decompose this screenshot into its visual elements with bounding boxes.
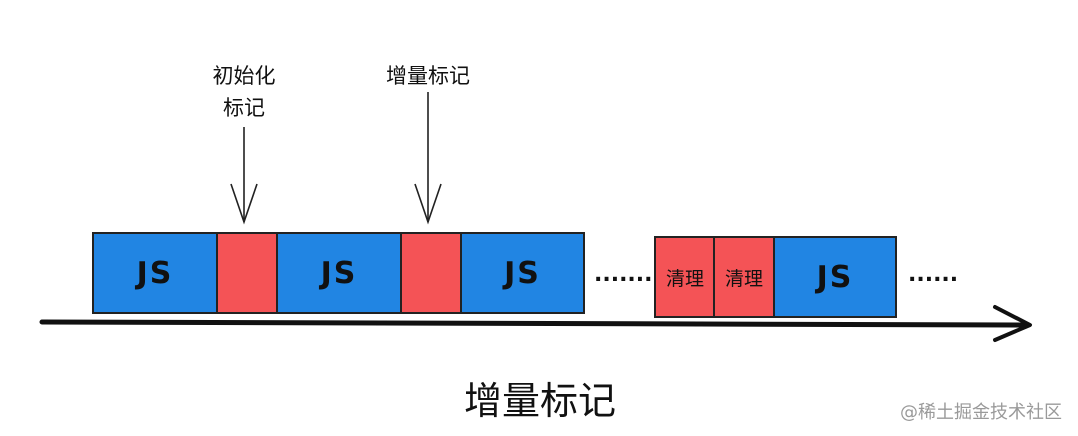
incremental-marker-label: 增量标记: [386, 64, 470, 88]
js-block-4-label: JS: [816, 259, 854, 295]
diagram-title: 增量标记: [463, 379, 616, 423]
js-block-4: JS: [773, 236, 897, 318]
clean-block-2-label: 清理: [724, 267, 763, 290]
timeline-arrowhead: [993, 305, 1032, 342]
ellipsis-2: ......: [908, 262, 959, 287]
incremental-marker-arrowhead: [414, 183, 442, 225]
init-marker-label-line2: 标记: [223, 96, 265, 120]
js-block-3: JS: [460, 232, 585, 314]
js-block-3-label: JS: [504, 255, 541, 291]
mark-block-2: [400, 232, 462, 314]
timeline-axis: [39, 319, 1031, 328]
watermark: @稀土掘金技术社区: [900, 402, 1062, 423]
clean-block-1: 清理: [654, 236, 716, 318]
clean-block-1-label: 清理: [665, 267, 704, 290]
js-block-2-label: JS: [320, 255, 358, 291]
init-marker-label-line1: 初始化: [212, 64, 276, 88]
js-block-2: JS: [276, 232, 402, 314]
init-marker-arrowhead: [230, 183, 258, 225]
init-marker-label: 初始化 标记: [204, 60, 284, 124]
js-block-1: JS: [92, 232, 218, 314]
mark-block-1: [216, 232, 278, 314]
ellipsis-1: ........: [594, 262, 661, 287]
clean-block-2: 清理: [713, 236, 775, 318]
js-block-1-label: JS: [136, 255, 174, 291]
